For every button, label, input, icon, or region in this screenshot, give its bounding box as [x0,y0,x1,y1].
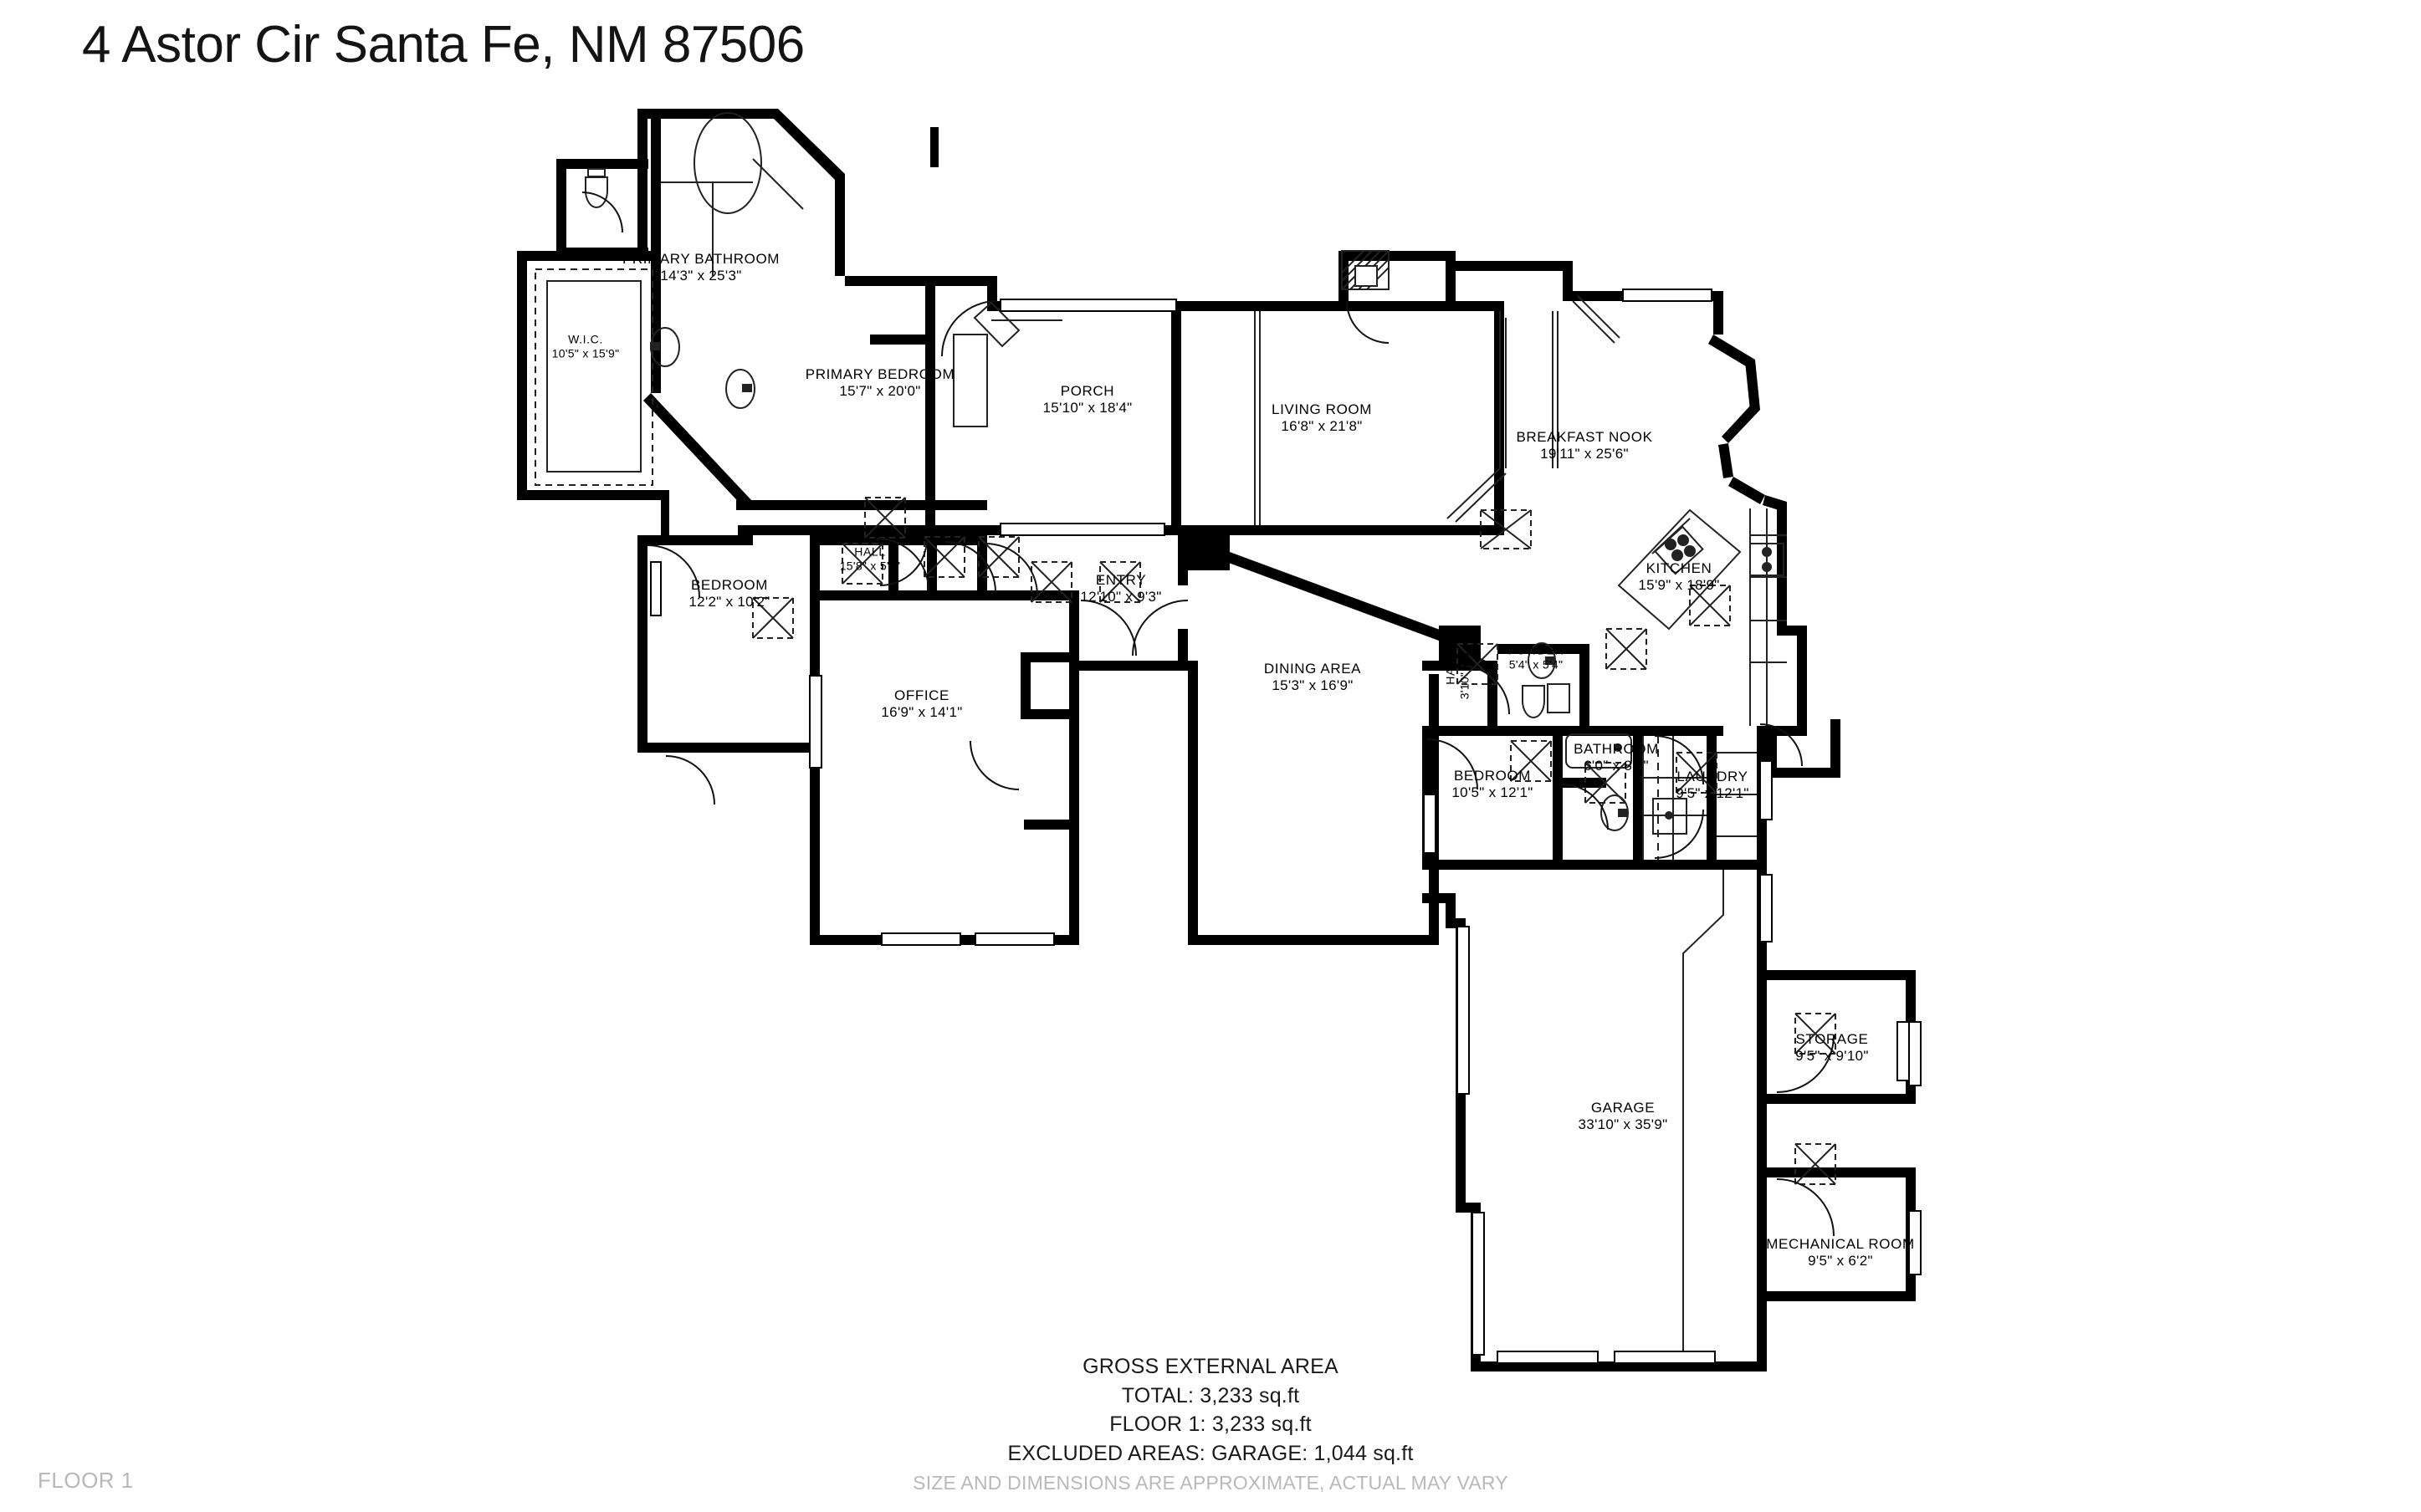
room-dimensions: 6'0" x 8'2" [1584,758,1649,774]
page-title: 4 Astor Cir Santa Fe, NM 87506 [82,16,805,74]
floor-badge: FLOOR 1 [38,1468,134,1493]
room-name: OFFICE [894,687,949,703]
room-dimensions: 16'8" x 21'8" [1281,418,1363,434]
room-name: STORAGE [1795,1030,1869,1047]
room-dimensions: 12'2" x 10'2" [688,594,770,610]
room-dimensions: 9'5" x 6'2" [1808,1253,1873,1269]
room-dimensions: 15'7" x 20'0" [839,383,921,399]
room-name: HALL [854,544,886,559]
room-dimensions: 15'9" x 18'9" [1638,577,1720,593]
room-name: LIVING ROOM [1272,401,1372,417]
plan-fixtures [535,112,1922,1364]
room-dimensions: 33'10" x 35'9" [1578,1116,1668,1132]
room-dimensions: 12'10" x 9'3" [1080,589,1162,605]
room-name: MECHANICAL ROOM [1766,1235,1915,1252]
room-dimensions: 9'5" x 9'10" [1795,1048,1869,1064]
footer-line-1: GROSS EXTERNAL AREA [1083,1355,1338,1379]
room-dimensions: 3'10" x 5'4" [1457,638,1471,700]
footer: GROSS EXTERNAL AREA TOTAL: 3,233 sq.ft F… [0,1352,2421,1497]
room-name: KITCHEN [1646,559,1712,576]
room-dimensions: 5'4" x 5'4" [1508,657,1564,671]
room-name: POWDER [1507,643,1564,657]
room-dimensions: 15'3" x 16'9" [1272,677,1354,693]
room-name: BATHROOM [1574,740,1659,757]
room-name: BEDROOM [1453,767,1532,784]
footer-disclaimer: SIZE AND DIMENSIONS ARE APPROXIMATE, ACT… [913,1472,1508,1494]
room-dimensions: 10'5" x 15'9" [551,346,620,360]
room-name: W.I.C. [568,332,603,346]
footer-line-4: EXCLUDED AREAS: GARAGE: 1,044 sq.ft [1007,1441,1414,1465]
room-name: ENTRY [1095,571,1147,588]
room-dimensions: 14'3" x 25'3" [660,268,742,284]
footer-line-2: TOTAL: 3,233 sq.ft [1121,1383,1300,1407]
room-dimensions: 16'9" x 14'1" [881,704,963,720]
room-name: PRIMARY BEDROOM [805,365,955,382]
plan-walls [517,109,1916,1372]
room-dimensions: 15'10" x 18'4" [1042,400,1133,416]
room-label-w-i-c-1: W.I.C.10'5" x 15'9" [552,332,620,360]
footer-line-3: FLOOR 1: 3,233 sq.ft [1109,1412,1312,1437]
room-name: PORCH [1060,382,1115,399]
room-name: GARAGE [1590,1099,1656,1116]
room-name: BEDROOM [690,576,769,593]
room-name: HALL [1443,653,1457,685]
room-dimensions: 19'11" x 25'6" [1540,446,1629,462]
room-dimensions: 10'5" x 12'1" [1451,784,1533,800]
room-dimensions: 9'5" x 12'1" [1676,785,1749,801]
room-name: LAUNDRY [1676,768,1748,784]
room-dimensions: 15'8" x 5'1" [839,559,901,572]
room-name: PRIMARY BATHROOM [622,250,781,267]
room-name: BREAKFAST NOOK [1516,428,1653,445]
room-name: DINING AREA [1263,660,1362,677]
